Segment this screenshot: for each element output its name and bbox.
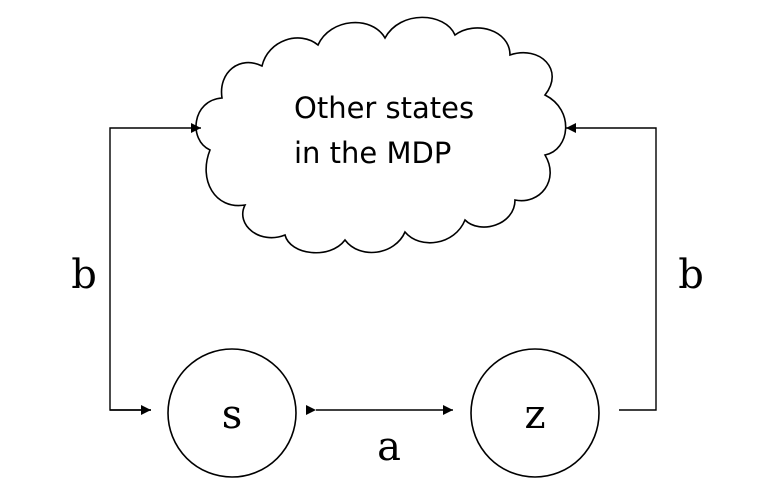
edge-label-b-left: b: [71, 252, 97, 298]
cloud-label-line2: in the MDP: [294, 136, 451, 170]
edge-z-cloud: b: [566, 123, 704, 411]
edge-s-cloud: b: [71, 123, 201, 415]
state-label-z: z: [524, 392, 545, 438]
state-label-s: s: [222, 392, 243, 438]
state-node-z: z: [470, 348, 600, 478]
state-node-s: s: [167, 348, 297, 478]
edge-s-z: a: [306, 405, 453, 470]
edge-label-b-right: b: [678, 252, 704, 298]
cloud-other-states: Other states in the MDP: [195, 16, 567, 254]
edge-label-a: a: [377, 424, 401, 470]
cloud-label-line1: Other states: [294, 91, 474, 125]
